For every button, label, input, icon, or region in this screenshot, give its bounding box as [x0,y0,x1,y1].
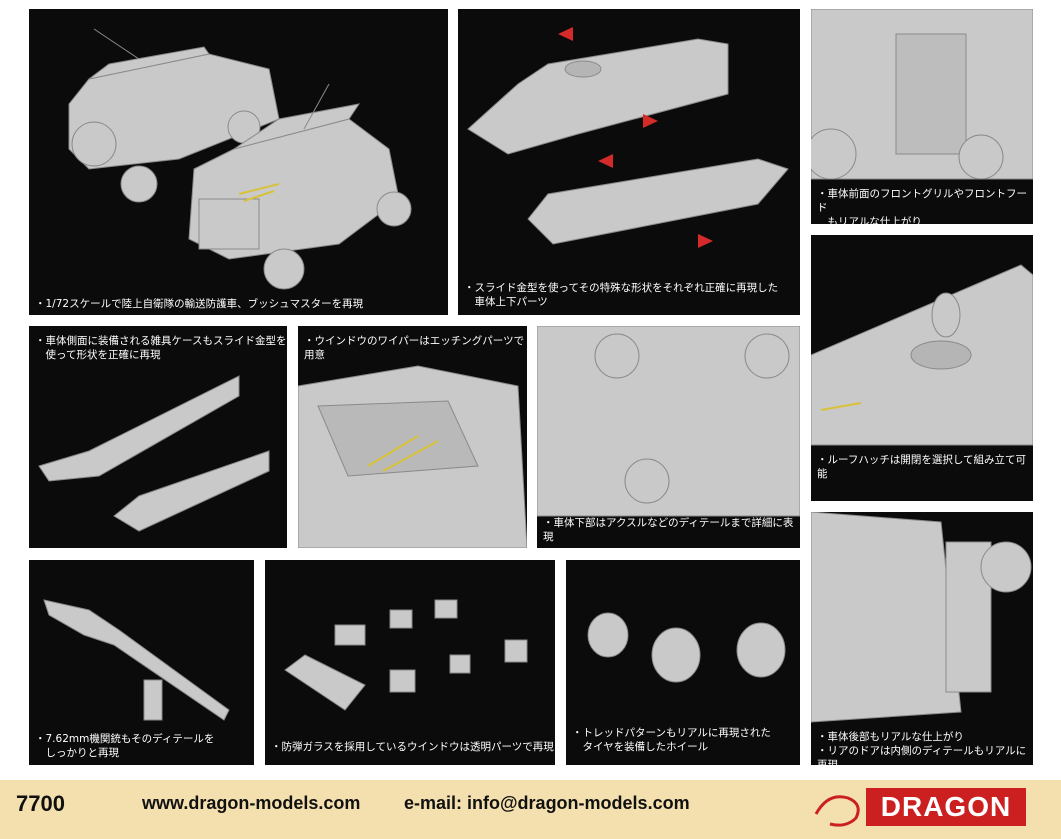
caption-roof-hatch: ・ルーフハッチは開閉を選択して組み立て可能 [817,454,1027,480]
panel-wheels: ・トレッドパターンもリアルに再現された タイヤを装備したホイール [566,560,800,765]
dragon-logo-text: DRAGON [866,788,1026,826]
caption-clear-windows: ・防弾ガラスを採用しているウインドウは透明パーツで再現 [271,741,554,753]
roof-hatch-illustration [811,264,1033,446]
panel-full-vehicles: ・1/72スケールで陸上自衛隊の輸送防護車、ブッシュマスターを再現 [29,9,448,315]
caption-full-vehicles: ・1/72スケールで陸上自衛隊の輸送防護車、ブッシュマスターを再現 [35,298,364,310]
caption-wheels: ・トレッドパターンもリアルに再現された タイヤを装備したホイール [572,727,771,753]
clear-windows-illustration [284,599,528,711]
underside-illustration [537,326,800,517]
email-link[interactable]: e-mail: info@dragon-models.com [404,793,690,813]
caption-hull-parts: ・スライド金型を使ってその特殊な形状をそれぞれ正確に再現した 車体上下パーツ [464,282,779,308]
hull-parts-illustration [467,27,789,248]
machine-gun-illustration [43,599,230,721]
panel-machine-gun: ・7.62mm機関銃もそのディテールを しっかりと再現 [29,560,254,765]
panel-front-grille: ・車体前面のフロントグリルやフロントフード もリアルな仕上がり [811,9,1033,224]
dragon-logo-icon [814,795,860,827]
panel-side-cases: ・車体側面に装備される雑具ケースもスライド金型を 使って形状を正確に再現 [29,326,287,548]
front-grille-illustration [811,9,1033,180]
panel-hull-parts: ・スライド金型を使ってその特殊な形状をそれぞれ正確に再現した 車体上下パーツ [458,9,800,315]
panel-window-wiper: ・ウインドウのワイパーはエッチングパーツで用意 [298,326,527,548]
panel-roof-hatch: ・ルーフハッチは開閉を選択して組み立て可能 [811,235,1033,501]
window-wiper-illustration [298,365,527,548]
caption-window-wiper: ・ウインドウのワイパーはエッチングパーツで用意 [304,335,525,361]
caption-machine-gun: ・7.62mm機関銃もそのディテールを しっかりと再現 [35,733,215,759]
vehicles-illustration [68,28,412,290]
panel-rear-door: ・車体後部もリアルな仕上がり ・リアのドアは内側のディテールもリアルに再現 [811,512,1033,765]
website-link[interactable]: www.dragon-models.com [142,793,361,813]
side-cases-illustration [38,375,270,532]
rear-door-illustration [811,512,1032,723]
panel-clear-windows: ・防弾ガラスを採用しているウインドウは透明パーツで再現 [265,560,555,765]
model-number: 7700 [16,791,65,816]
caption-front-grille: ・車体前面のフロントグリルやフロントフード もリアルな仕上がり [817,188,1027,224]
caption-side-cases: ・車体側面に装備される雑具ケースもスライド金型を 使って形状を正確に再現 [35,335,287,361]
wheels-illustration [587,612,786,683]
caption-underside: ・車体下部はアクスルなどのディテールまで詳細に表現 [543,517,794,543]
caption-rear-door: ・車体後部もリアルな仕上がり ・リアのドアは内側のディテールもリアルに再現 [817,731,1027,765]
panel-underside: ・車体下部はアクスルなどのディテールまで詳細に表現 [537,326,800,548]
